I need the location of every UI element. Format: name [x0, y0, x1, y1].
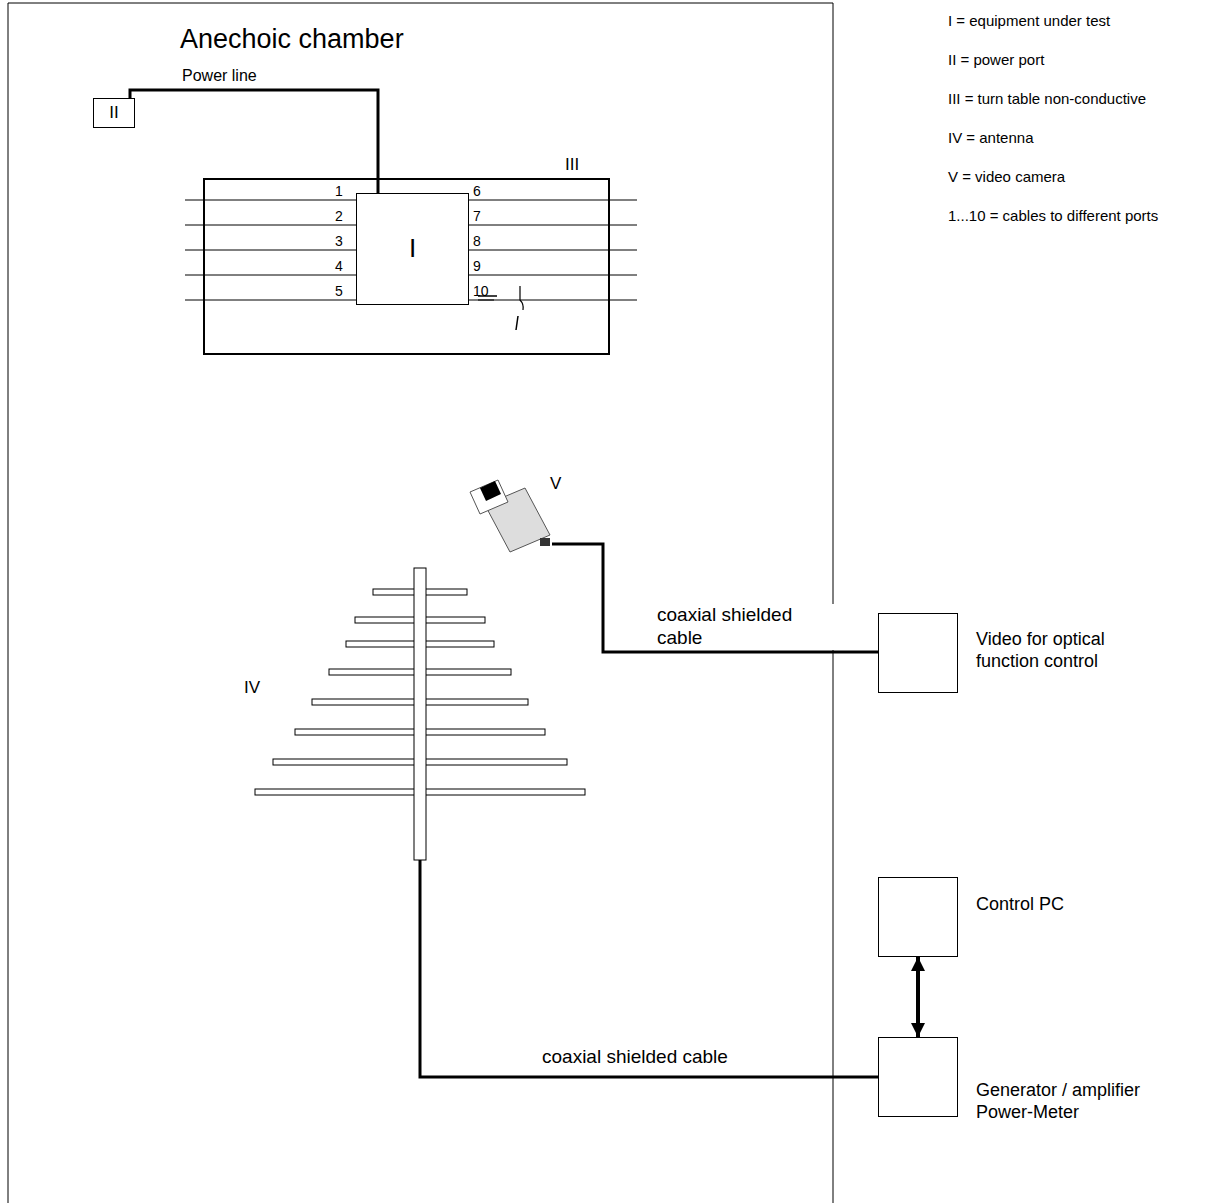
- node-label: V: [550, 474, 561, 494]
- cable-label: coaxial shielded cable: [540, 1046, 730, 1069]
- key-entry: V = video camera: [948, 169, 1065, 184]
- cable-line: [185, 275, 356, 276]
- key-entry: II = power port: [948, 52, 1044, 67]
- node-label: II: [109, 103, 118, 123]
- equipment-box: I: [356, 193, 469, 305]
- key-entry: IV = antenna: [948, 130, 1034, 145]
- antenna-drawing: [240, 568, 600, 860]
- camera-lens-hood: [470, 480, 508, 514]
- cable-line: [469, 225, 637, 226]
- cable-number: 6: [473, 184, 481, 198]
- cable-line: [185, 200, 356, 201]
- node-label: Video for optical function control: [976, 629, 1161, 672]
- key-entry: I = equipment under test: [948, 13, 1110, 28]
- camera-drawing: [468, 478, 552, 556]
- generator-box: Generator / amplifier Power-Meter: [878, 1037, 958, 1117]
- cable-line: [420, 860, 878, 1077]
- cable-number: 3: [335, 234, 343, 248]
- cable-number: 8: [473, 234, 481, 248]
- cable-line: [552, 544, 878, 652]
- ground-stroke: [516, 316, 518, 330]
- cable-number: 2: [335, 209, 343, 223]
- cable-number: 10: [473, 284, 489, 298]
- ground-stroke: [478, 300, 494, 301]
- cable-number: 5: [335, 284, 343, 298]
- antenna: IV: [240, 568, 600, 860]
- antenna-boom: [414, 568, 426, 860]
- cable-line: [469, 275, 637, 276]
- node-label: III: [565, 155, 579, 175]
- data-link-arrow: [916, 957, 920, 1037]
- cable-label: Power line: [180, 66, 259, 85]
- node-label: IV: [244, 678, 260, 698]
- cable-line: [185, 250, 356, 251]
- cable-line: [185, 225, 356, 226]
- ground-stroke: [520, 286, 523, 310]
- node-label: Control PC: [976, 894, 1161, 916]
- cable-label: coaxial shielded cable: [655, 604, 839, 650]
- control-pc-box: Control PC: [878, 877, 958, 957]
- power-port-box: II: [93, 98, 135, 128]
- key-entry: 1...10 = cables to different ports: [948, 208, 1158, 223]
- camera-connector: [540, 538, 550, 546]
- chamber-title: Anechoic chamber: [180, 24, 404, 55]
- cable-line: [469, 200, 637, 201]
- cable-line: [469, 250, 637, 251]
- video-camera: V: [468, 478, 552, 556]
- video-monitor-box: Video for optical function control: [878, 613, 958, 693]
- camera-lens: [480, 481, 501, 501]
- cable-line: [185, 300, 356, 301]
- key-entry: III = turn table non-conductive: [948, 91, 1146, 106]
- cable-number: 9: [473, 259, 481, 273]
- cable-line: [469, 300, 637, 301]
- turntable-box: IIII: [203, 178, 610, 355]
- node-label: I: [409, 233, 416, 264]
- cable-number: 4: [335, 259, 343, 273]
- node-label: Generator / amplifier Power-Meter: [976, 1080, 1186, 1123]
- cable-number: 7: [473, 209, 481, 223]
- cable-number: 1: [335, 184, 343, 198]
